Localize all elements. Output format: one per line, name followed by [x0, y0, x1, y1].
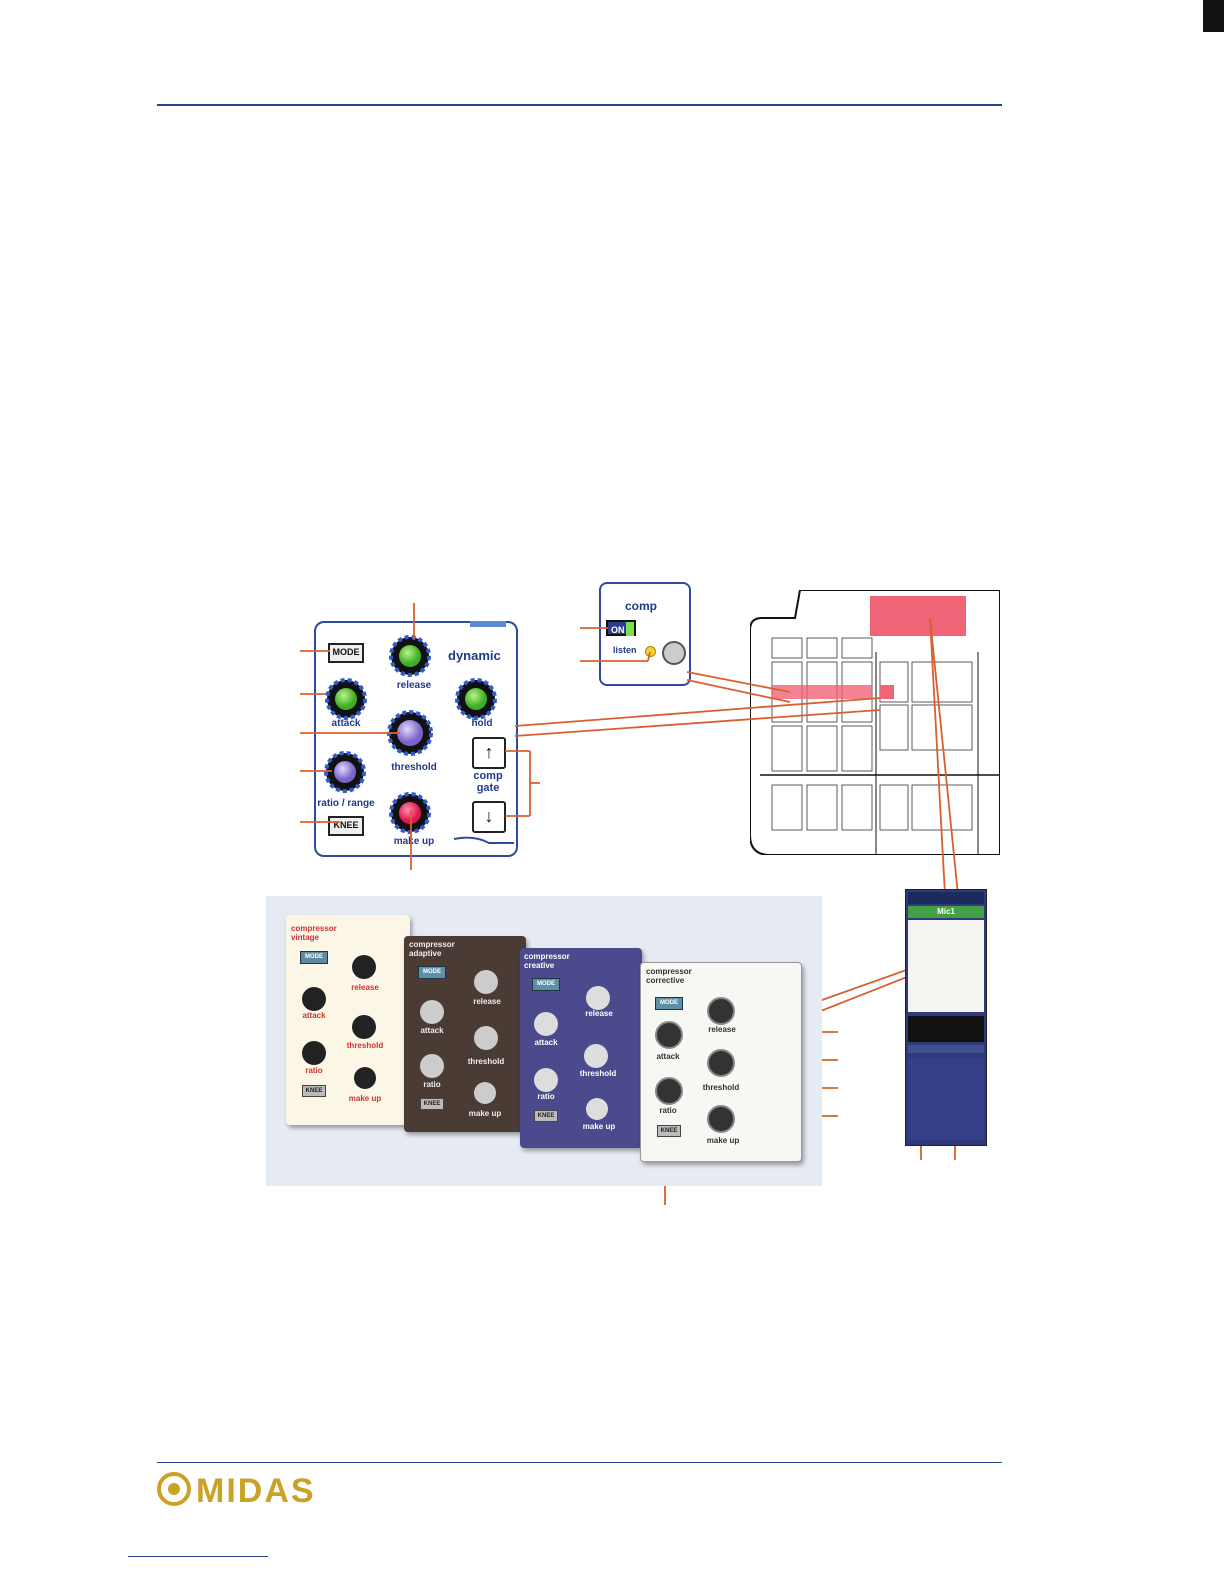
- screen-graph: [908, 1058, 984, 1140]
- vintage-knee-button[interactable]: KNEE: [302, 1085, 326, 1097]
- adaptive-ratio-knob[interactable]: [420, 1054, 444, 1078]
- adaptive-release-label: release: [473, 997, 501, 1006]
- compressor-corrective-panel: compressor corrective MODE release attac…: [640, 962, 802, 1162]
- screen-compressor-view: [908, 920, 984, 1012]
- vintage-threshold-label: threshold: [346, 1041, 384, 1050]
- corrective-mode-button[interactable]: MODE: [655, 997, 683, 1010]
- header-rule: [157, 104, 1002, 106]
- channel-name: Mic1: [908, 906, 984, 918]
- vintage-mode-button[interactable]: MODE: [300, 951, 328, 964]
- console-overview: [750, 590, 1000, 855]
- creative-release-knob[interactable]: [586, 986, 610, 1010]
- creative-makeup-label: make up: [582, 1122, 616, 1131]
- creative-title: compressor creative: [524, 952, 570, 970]
- release-knob[interactable]: [389, 635, 431, 677]
- corrective-threshold-label: threshold: [702, 1083, 740, 1092]
- creative-threshold-knob[interactable]: [584, 1044, 608, 1068]
- corrective-title: compressor corrective: [646, 967, 692, 985]
- compressor-creative-panel: compressor creative MODE release attack …: [520, 948, 642, 1148]
- knee-button[interactable]: KNEE: [328, 816, 364, 836]
- creative-knee-button[interactable]: KNEE: [534, 1110, 558, 1122]
- hold-knob[interactable]: [455, 678, 497, 720]
- hold-label: hold: [471, 718, 493, 729]
- adaptive-threshold-label: threshold: [467, 1057, 505, 1066]
- mode-button[interactable]: MODE: [328, 643, 364, 663]
- gate-label: gate: [476, 782, 500, 794]
- vintage-makeup-knob[interactable]: [354, 1067, 376, 1089]
- adaptive-knee-button[interactable]: KNEE: [420, 1098, 444, 1110]
- adaptive-title: compressor adaptive: [409, 940, 455, 958]
- midas-logo: MIDAS: [157, 1472, 316, 1508]
- make-up-label: make up: [393, 836, 435, 847]
- corrective-makeup-label: make up: [706, 1136, 740, 1145]
- gate-down-button[interactable]: ↓: [472, 801, 506, 833]
- adaptive-makeup-label: make up: [468, 1109, 502, 1118]
- footer-rule: [157, 1462, 1002, 1463]
- corrective-attack-knob[interactable]: [655, 1021, 683, 1049]
- footer-link-underline[interactable]: [128, 1556, 268, 1557]
- release-label: release: [396, 680, 432, 691]
- corrective-makeup-knob[interactable]: [707, 1105, 735, 1133]
- adaptive-attack-knob[interactable]: [420, 1000, 444, 1024]
- vintage-ratio-label: ratio: [305, 1066, 323, 1075]
- corrective-ratio-knob[interactable]: [655, 1077, 683, 1105]
- corrective-release-label: release: [708, 1025, 736, 1034]
- adaptive-makeup-knob[interactable]: [474, 1082, 496, 1104]
- dynamic-title: dynamic: [448, 648, 501, 663]
- listen-label: listen: [613, 645, 637, 655]
- corrective-threshold-knob[interactable]: [707, 1049, 735, 1077]
- make-up-knob[interactable]: [389, 792, 431, 834]
- screen-strip: [908, 1045, 984, 1053]
- creative-attack-knob[interactable]: [534, 1012, 558, 1036]
- comp-up-button[interactable]: ↑: [472, 737, 506, 769]
- corrective-release-knob[interactable]: [707, 997, 735, 1025]
- comp-title: comp: [625, 599, 658, 613]
- attack-knob[interactable]: [325, 678, 367, 720]
- listen-button[interactable]: [662, 641, 686, 665]
- compressor-adaptive-panel: compressor adaptive MODE release attack …: [404, 936, 526, 1132]
- adaptive-release-knob[interactable]: [474, 970, 498, 994]
- listen-led: [645, 646, 656, 657]
- threshold-label: threshold: [391, 762, 437, 773]
- adaptive-threshold-knob[interactable]: [474, 1026, 498, 1050]
- creative-attack-label: attack: [534, 1038, 558, 1047]
- ratio-range-knob[interactable]: [324, 751, 366, 793]
- page-tab-marker: [1203, 0, 1224, 32]
- corrective-knee-button[interactable]: KNEE: [657, 1125, 681, 1137]
- threshold-knob[interactable]: [387, 710, 433, 756]
- creative-ratio-label: ratio: [537, 1092, 555, 1101]
- vintage-title: compressor vintage: [291, 924, 337, 942]
- compressor-vintage-panel: compressor vintage MODE release attack t…: [286, 915, 410, 1125]
- creative-release-label: release: [585, 1009, 613, 1018]
- corrective-ratio-label: ratio: [659, 1106, 677, 1115]
- screen-tabs: [908, 892, 984, 904]
- vintage-makeup-label: make up: [348, 1094, 382, 1103]
- creative-ratio-knob[interactable]: [534, 1068, 558, 1092]
- vintage-threshold-knob[interactable]: [352, 1015, 376, 1039]
- vintage-ratio-knob[interactable]: [302, 1041, 326, 1065]
- creative-threshold-label: threshold: [579, 1069, 617, 1078]
- attack-label: attack: [331, 718, 361, 729]
- vintage-attack-label: attack: [302, 1011, 326, 1020]
- svg-text:MIDAS: MIDAS: [196, 1472, 316, 1508]
- dynamic-knobs: [324, 635, 514, 844]
- creative-mode-button[interactable]: MODE: [532, 978, 560, 991]
- comp-label: comp: [473, 770, 503, 782]
- creative-makeup-knob[interactable]: [586, 1098, 608, 1120]
- adaptive-ratio-label: ratio: [423, 1080, 441, 1089]
- gui-screen: Mic1: [905, 889, 987, 1146]
- vintage-release-knob[interactable]: [352, 955, 376, 979]
- adaptive-mode-button[interactable]: MODE: [418, 966, 446, 979]
- corrective-attack-label: attack: [656, 1052, 680, 1061]
- vintage-attack-knob[interactable]: [302, 987, 326, 1011]
- adaptive-attack-label: attack: [420, 1026, 444, 1035]
- on-indicator: [626, 622, 634, 636]
- screen-meters: [908, 1016, 984, 1042]
- vintage-release-label: release: [351, 983, 379, 992]
- panel-tab-accent: [470, 621, 506, 627]
- ratio-range-label: ratio / range: [317, 798, 375, 809]
